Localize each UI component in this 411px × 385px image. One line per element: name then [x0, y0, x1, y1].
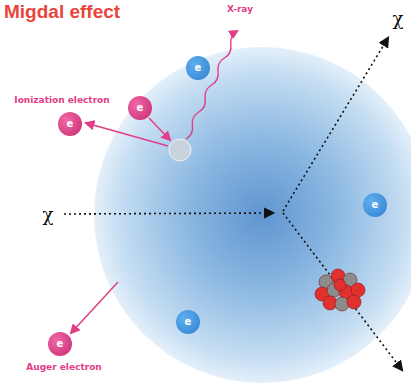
auger-arrow [71, 282, 118, 333]
x-ray-label: X-ray [227, 4, 253, 14]
electron-label: e [195, 63, 202, 73]
incoming-track [64, 213, 273, 214]
vacancy [169, 139, 191, 161]
electron: e [58, 112, 82, 136]
nucleus [315, 269, 365, 311]
dark-matter-symbol: χ [43, 204, 54, 225]
title: Migdal effect [4, 1, 120, 23]
dark-matter-symbol: χ [393, 8, 404, 29]
electron: e [48, 332, 72, 356]
electron-label: e [67, 119, 74, 129]
electron-label: e [372, 200, 379, 210]
atom-cloud [94, 47, 411, 383]
electron: e [363, 193, 387, 217]
transition-arrow [149, 118, 170, 140]
electron-label: e [57, 339, 64, 349]
outgoing-track [283, 38, 388, 211]
x-ray-wave [186, 31, 237, 139]
auger-label: Auger electron [26, 362, 101, 372]
electron: e [128, 96, 152, 120]
electron-label: e [185, 317, 192, 327]
recoil-track [283, 213, 402, 370]
electron-label: e [137, 103, 144, 113]
ionization-arrow [86, 123, 168, 146]
electron: e [176, 310, 200, 334]
electron: e [186, 56, 210, 80]
ionization-label: Ionization electron [14, 95, 109, 105]
